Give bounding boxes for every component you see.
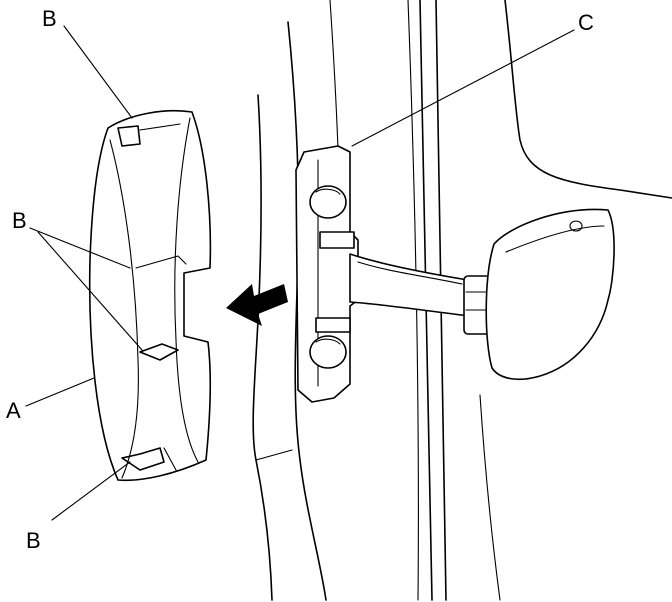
checker-housing bbox=[485, 208, 615, 381]
leader-lines bbox=[25, 25, 575, 521]
removal-direction-arrow bbox=[226, 284, 288, 326]
callout-label-b-bottom: B bbox=[26, 528, 41, 553]
hinge-pin bbox=[463, 275, 491, 335]
bracket-bolt-lower bbox=[309, 335, 347, 369]
callout-label-b-top: B bbox=[42, 6, 57, 31]
checker-arm bbox=[349, 253, 471, 317]
callout-label-a: A bbox=[6, 398, 21, 423]
callout-label-b-middle: B bbox=[12, 208, 27, 233]
callout-label-c: C bbox=[578, 10, 594, 35]
bracket-bolt-upper bbox=[309, 185, 347, 219]
door-check-cover bbox=[88, 109, 212, 482]
